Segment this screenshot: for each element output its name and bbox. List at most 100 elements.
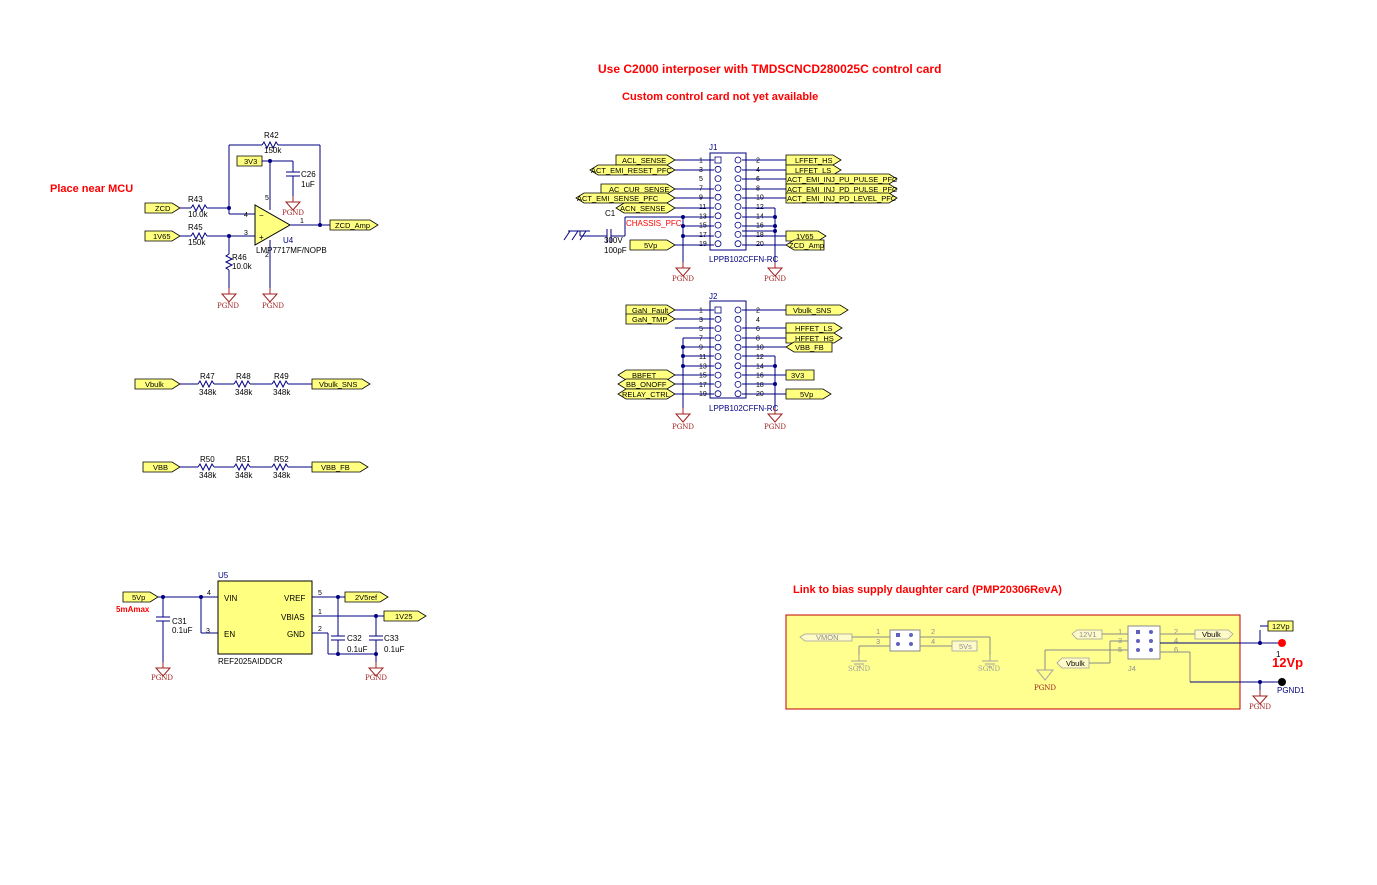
net-label-12v1: 12V1 — [1079, 630, 1097, 639]
net-flag-vbb-fb[interactable] — [311, 461, 369, 473]
net-flag-2v5ref[interactable] — [344, 591, 389, 603]
j2-pin-num-right: 18 — [756, 382, 764, 389]
note-chassis-pfc: CHASSIS_PFC — [626, 219, 682, 228]
net-flag-12v1[interactable] — [1071, 629, 1103, 640]
net-flag-3v3-u4[interactable] — [236, 155, 263, 167]
j1-pin-num-left: 5 — [699, 176, 703, 183]
net-label-lffet-hs: LFFET_HS — [795, 156, 833, 165]
net-flag-emi-pd-pulse[interactable] — [785, 183, 898, 195]
ic-u5-ref2025[interactable] — [217, 580, 313, 655]
pin-vin: VIN — [224, 594, 238, 603]
note-bias-link: Link to bias supply daughter card (PMP20… — [793, 584, 1062, 596]
net-flag-5vp-j2[interactable] — [785, 388, 832, 400]
net-flag-1v65[interactable] — [144, 230, 181, 242]
net-flag-5vs[interactable] — [951, 640, 978, 652]
vbulk-divider: Vbulk R47 R48 R49 348k 348k 348k Vbulk_S… — [134, 372, 371, 397]
net-label-act-emi-reset-pfc: ACT_EMI_RESET_PFC — [591, 166, 672, 175]
pin-num-3: 3 — [244, 230, 248, 237]
j1-pin-1 — [714, 156, 722, 164]
net-flag-lffet-hs[interactable] — [785, 154, 842, 166]
net-flag-vmon[interactable] — [799, 633, 853, 642]
j2-pin-12 — [734, 353, 742, 360]
j2-pin-num-left: 7 — [699, 335, 703, 342]
connector-left-body[interactable] — [889, 629, 921, 652]
net-flag-1v65-j1[interactable] — [785, 230, 827, 242]
net-flag-5vp-u5[interactable] — [122, 591, 159, 603]
j1-pin-5 — [714, 175, 722, 183]
resistor-r43 — [190, 203, 208, 213]
ref-r45: R45 — [188, 223, 203, 232]
net-label-acn-sense: ACN_SENSE — [620, 204, 665, 213]
val-c26: 1uF — [301, 180, 315, 189]
net-flag-relay-ctrl[interactable] — [617, 388, 676, 400]
j2-pin-num-right: 8 — [756, 335, 760, 342]
j2-pin-11 — [714, 353, 722, 360]
j1-pin-3 — [714, 165, 722, 173]
net-flag-vbb[interactable] — [142, 461, 181, 473]
j2-pin-4 — [734, 315, 742, 323]
pin-en: EN — [224, 630, 235, 639]
connector-j4-body[interactable] — [1127, 625, 1161, 660]
gnd-label-j1-left: PGND — [672, 275, 694, 283]
j2-pin-5 — [714, 325, 722, 333]
testpoint-pgnd1[interactable] — [1278, 678, 1286, 686]
net-flag-gan-tmp[interactable] — [625, 313, 676, 325]
j1-pin-num-right: 2 — [756, 158, 760, 165]
net-flag-emi-pu-pulse[interactable] — [785, 173, 898, 185]
net-flag-vbulk[interactable] — [134, 378, 181, 390]
net-flag-acl-sense[interactable] — [615, 154, 676, 166]
net-flag-lffet-ls[interactable] — [785, 164, 842, 176]
net-flag-hffet-hs[interactable] — [785, 332, 843, 344]
j2-pin-num-right: 16 — [756, 373, 764, 380]
pin-dc-l3: 3 — [876, 637, 880, 646]
net-flag-zcd-amp[interactable] — [329, 219, 379, 231]
net-flag-vbulk-dc2[interactable] — [1194, 629, 1234, 640]
net-flag-vbulk-sns[interactable] — [311, 378, 371, 390]
net-flag-emi-pd-level[interactable] — [785, 192, 898, 204]
ref-r48: R48 — [236, 372, 251, 381]
j1-pin-7 — [714, 184, 722, 192]
testpoint-pin: 1 — [1276, 650, 1281, 659]
svg-text:−: − — [259, 211, 264, 220]
net-flag-zcd-amp-j1[interactable] — [785, 239, 825, 251]
net-label-5vp-j2: 5Vp — [800, 390, 813, 399]
net-flag-1v25[interactable] — [383, 610, 427, 622]
j1-pin-2 — [734, 156, 742, 164]
pin-num-u5-3: 3 — [206, 628, 210, 635]
j1-pin-19 — [714, 240, 722, 248]
ref-c32: C32 — [347, 634, 362, 643]
net-label-vbb-fb: VBB_FB — [321, 463, 350, 472]
net-label-1v25: 1V25 — [395, 612, 413, 621]
net-label-12vp: 12Vp — [1272, 622, 1290, 631]
net-flag-zcd[interactable] — [144, 202, 181, 214]
net-flag-hffet-ls[interactable] — [785, 322, 843, 334]
net-flag-acn-sense[interactable] — [615, 202, 676, 214]
j2-pin-17 — [714, 380, 722, 388]
val-r46: 10.0k — [232, 262, 253, 271]
pin-j4-2: 2 — [1174, 627, 1178, 636]
net-label-act-emi-sense-pfc: ACT_EMI_SENSE_PFC — [577, 194, 659, 203]
net-flag-vbulk-sns-j2[interactable] — [785, 304, 849, 316]
j1-pin-12 — [734, 203, 742, 210]
testpoint-12vp[interactable] — [1278, 639, 1286, 647]
j2-pin-num-left: 13 — [699, 363, 707, 370]
net-flag-vbb-fb-j2[interactable] — [785, 341, 833, 353]
daughter-card-outline[interactable] — [785, 614, 1241, 710]
net-flag-ac-cur-sense[interactable] — [600, 183, 676, 195]
j1-pin-9 — [714, 193, 722, 201]
val-r52: 348k — [273, 471, 291, 480]
pin-dc-l1: 1 — [876, 627, 880, 636]
net-label-5vp-u5: 5Vp — [132, 593, 145, 602]
net-label-vbulk-dc2: Vbulk — [1202, 630, 1221, 639]
net-flag-3v3-j2[interactable] — [785, 369, 815, 381]
j2-pin-2 — [734, 306, 742, 314]
net-flag-vbulk-dc[interactable] — [1056, 657, 1090, 669]
net-flag-12vp[interactable] — [1267, 620, 1294, 632]
net-flag-5vp-j1[interactable] — [629, 239, 676, 251]
opamp-u4[interactable] — [254, 204, 292, 246]
pin-num-5: 5 — [265, 195, 269, 202]
net-flag-act-emi-reset-pfc[interactable] — [589, 164, 676, 176]
net-flag-gan-fault[interactable] — [625, 304, 676, 316]
ref-u4: U4 — [283, 236, 294, 245]
